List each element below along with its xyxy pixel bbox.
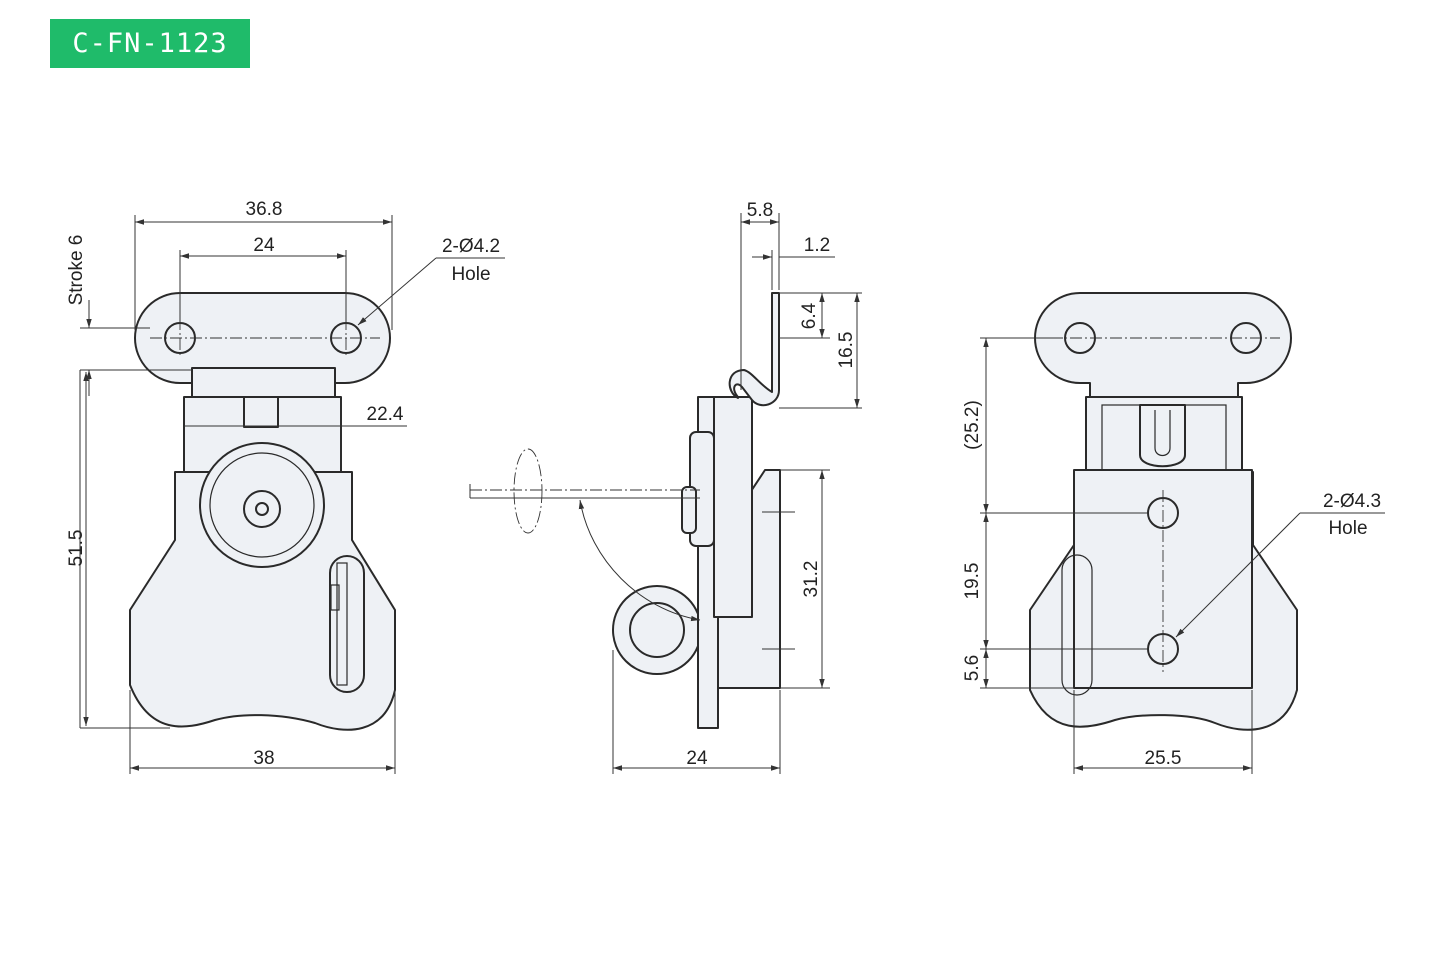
back-view: (25.2) 19.5 5.6 2-Ø4.3 Hole 25.5 (962, 292, 1385, 774)
side-hook-body (713, 396, 753, 618)
back-hole-note-size: 2-Ø4.3 (1323, 491, 1381, 512)
dim-base-height: 31.2 (801, 561, 822, 598)
dim-base-width: 25.5 (1145, 748, 1182, 769)
back-hole-note-word: Hole (1328, 518, 1367, 539)
dim-roller-width: 22.4 (367, 404, 404, 425)
back-hook-tab (1139, 404, 1186, 468)
dim-depth: 24 (686, 748, 708, 769)
dim-bottom-offset: 5.6 (962, 655, 983, 681)
front-band (191, 367, 336, 399)
dim-stroke: Stroke 6 (66, 235, 87, 306)
front-view: 36.8 24 2-Ø4.2 Hole Stroke 6 22.4 51.5 3… (66, 199, 505, 774)
dim-bottom-width: 38 (253, 748, 274, 769)
dim-thickness: 1.2 (804, 235, 830, 256)
dim-upper-height: (25.2) (962, 400, 983, 450)
dim-hook-height: 16.5 (836, 332, 857, 369)
side-view: 5.8 1.2 6.4 16.5 31.2 24 (469, 200, 862, 774)
dim-height: 51.5 (66, 530, 87, 567)
dim-hook-small: 6.4 (799, 302, 820, 329)
dim-overall-width: 36.8 (246, 199, 283, 220)
part-code-badge: C-FN-1123 (50, 19, 250, 68)
front-hole-note-size: 2-Ø4.2 (442, 236, 500, 257)
side-hook (728, 292, 780, 407)
front-body (129, 471, 396, 731)
dim-hole-spacing-back: 19.5 (962, 563, 983, 600)
front-hole-note-word: Hole (451, 264, 490, 285)
dim-hole-spacing: 24 (253, 235, 275, 256)
front-hook-slot (243, 396, 279, 428)
dim-top-offset: 5.8 (747, 200, 773, 221)
